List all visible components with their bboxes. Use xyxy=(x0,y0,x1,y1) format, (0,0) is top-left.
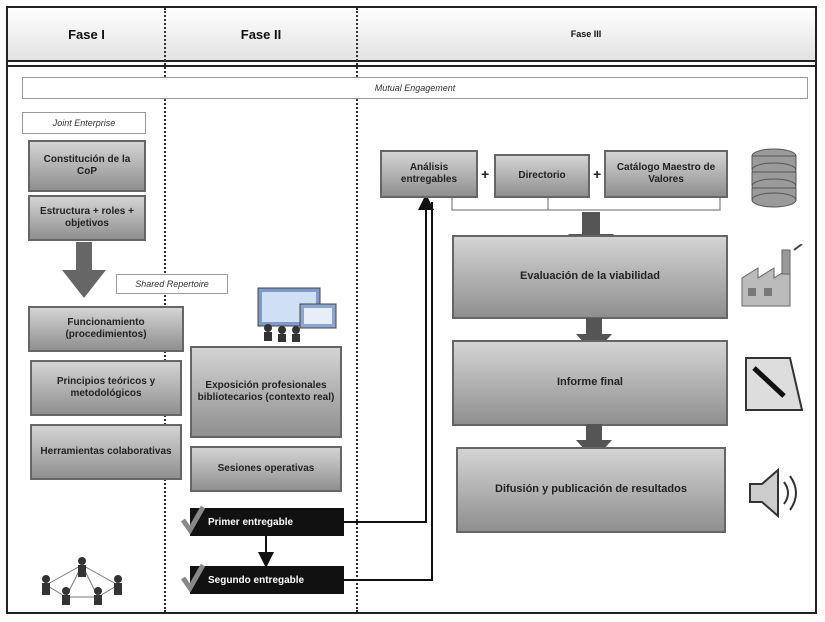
fase1-box-funcionamiento: Funcionamiento (procedimientos) xyxy=(28,306,184,352)
diagram-frame xyxy=(6,6,817,614)
phase-header-2: Fase II xyxy=(165,8,357,62)
separator-2 xyxy=(356,8,358,612)
document-icon xyxy=(745,357,804,411)
fase2-box-sesiones: Sesiones operativas xyxy=(190,446,342,492)
fase1-box-herramientas: Herramientas colaborativas xyxy=(30,424,182,480)
down-arrow-icon xyxy=(62,242,106,298)
mutual-engagement-bar: Mutual Engagement xyxy=(22,77,808,99)
shared-repertoire-label: Shared Repertoire xyxy=(116,274,228,294)
phase-header-1: Fase I xyxy=(8,8,165,62)
checkmark-icon xyxy=(180,563,206,592)
down-arrow-icon xyxy=(576,318,612,354)
fase3-box-analisis: Análisis entregables xyxy=(380,150,478,198)
fase1-box-estructura: Estructura + roles + objetivos xyxy=(28,195,146,241)
fase1-box-constitucion: Constitución de la CoP xyxy=(28,140,146,192)
database-icon xyxy=(751,148,797,208)
fase3-box-catalogo: Catálogo Maestro de Valores xyxy=(604,150,728,198)
joint-enterprise-label: Joint Enterprise xyxy=(22,112,146,134)
fase2-box-exposicion: Exposición profesionales bibliotecarios … xyxy=(190,346,342,438)
speaker-icon xyxy=(749,468,797,518)
fase3-box-directorio: Directorio xyxy=(494,154,590,198)
deliverable-primer: Primer entregable xyxy=(190,508,344,536)
deliverable-segundo: Segundo entregable xyxy=(190,566,344,594)
fase1-box-principios: Principios teóricos y metodológicos xyxy=(30,360,182,416)
computer-group-icon xyxy=(257,287,337,342)
fase3-step-evaluacion: Evaluación de la viabilidad xyxy=(452,235,728,319)
checkmark-icon xyxy=(180,505,206,534)
phase-header-3: Fase III xyxy=(357,8,815,62)
fase3-step-informe: Informe final xyxy=(452,340,728,426)
fase3-step-difusion: Difusión y publicación de resultados xyxy=(456,447,726,533)
header-bottom-line xyxy=(8,65,815,67)
people-network-icon xyxy=(42,557,122,605)
plus-sign-2: + xyxy=(593,166,602,182)
down-arrow-icon xyxy=(576,424,612,460)
factory-icon xyxy=(741,244,803,307)
plus-sign-1: + xyxy=(481,166,490,182)
